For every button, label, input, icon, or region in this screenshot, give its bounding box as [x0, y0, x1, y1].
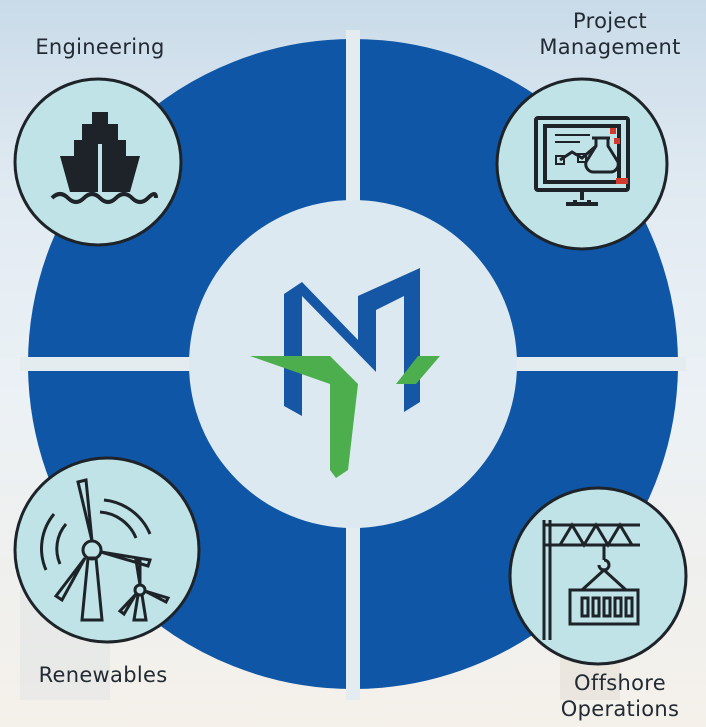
offshore-operations-icon-circle	[508, 486, 688, 666]
label-project-management-line-2: Management	[539, 35, 681, 59]
outer-ring	[20, 30, 686, 700]
label-engineering-line-1: Engineering	[35, 35, 165, 59]
wind-turbine-icon	[40, 478, 171, 622]
crane-container-icon	[542, 520, 640, 640]
label-renewables: Renewables	[28, 662, 178, 688]
label-offshore-operations-line-1: Offshore	[574, 671, 666, 695]
label-offshore-operations-line-2: Operations	[560, 697, 680, 721]
label-project-management-line-1: Project	[573, 9, 647, 33]
inner-circle	[189, 200, 517, 528]
engineering-icon-circle	[13, 77, 183, 247]
label-engineering: Engineering	[30, 34, 170, 60]
renewables-icon-circle	[13, 456, 201, 644]
label-offshore-operations: Offshore Operations	[540, 670, 700, 722]
ship-icon	[50, 112, 158, 204]
project-management-icon-circle	[495, 77, 669, 251]
computer-monitor-icon	[534, 116, 630, 206]
company-logo	[250, 268, 440, 478]
label-renewables-line-1: Renewables	[38, 663, 168, 687]
label-project-management: Project Management	[520, 8, 700, 60]
red-accent-marks	[610, 128, 628, 184]
